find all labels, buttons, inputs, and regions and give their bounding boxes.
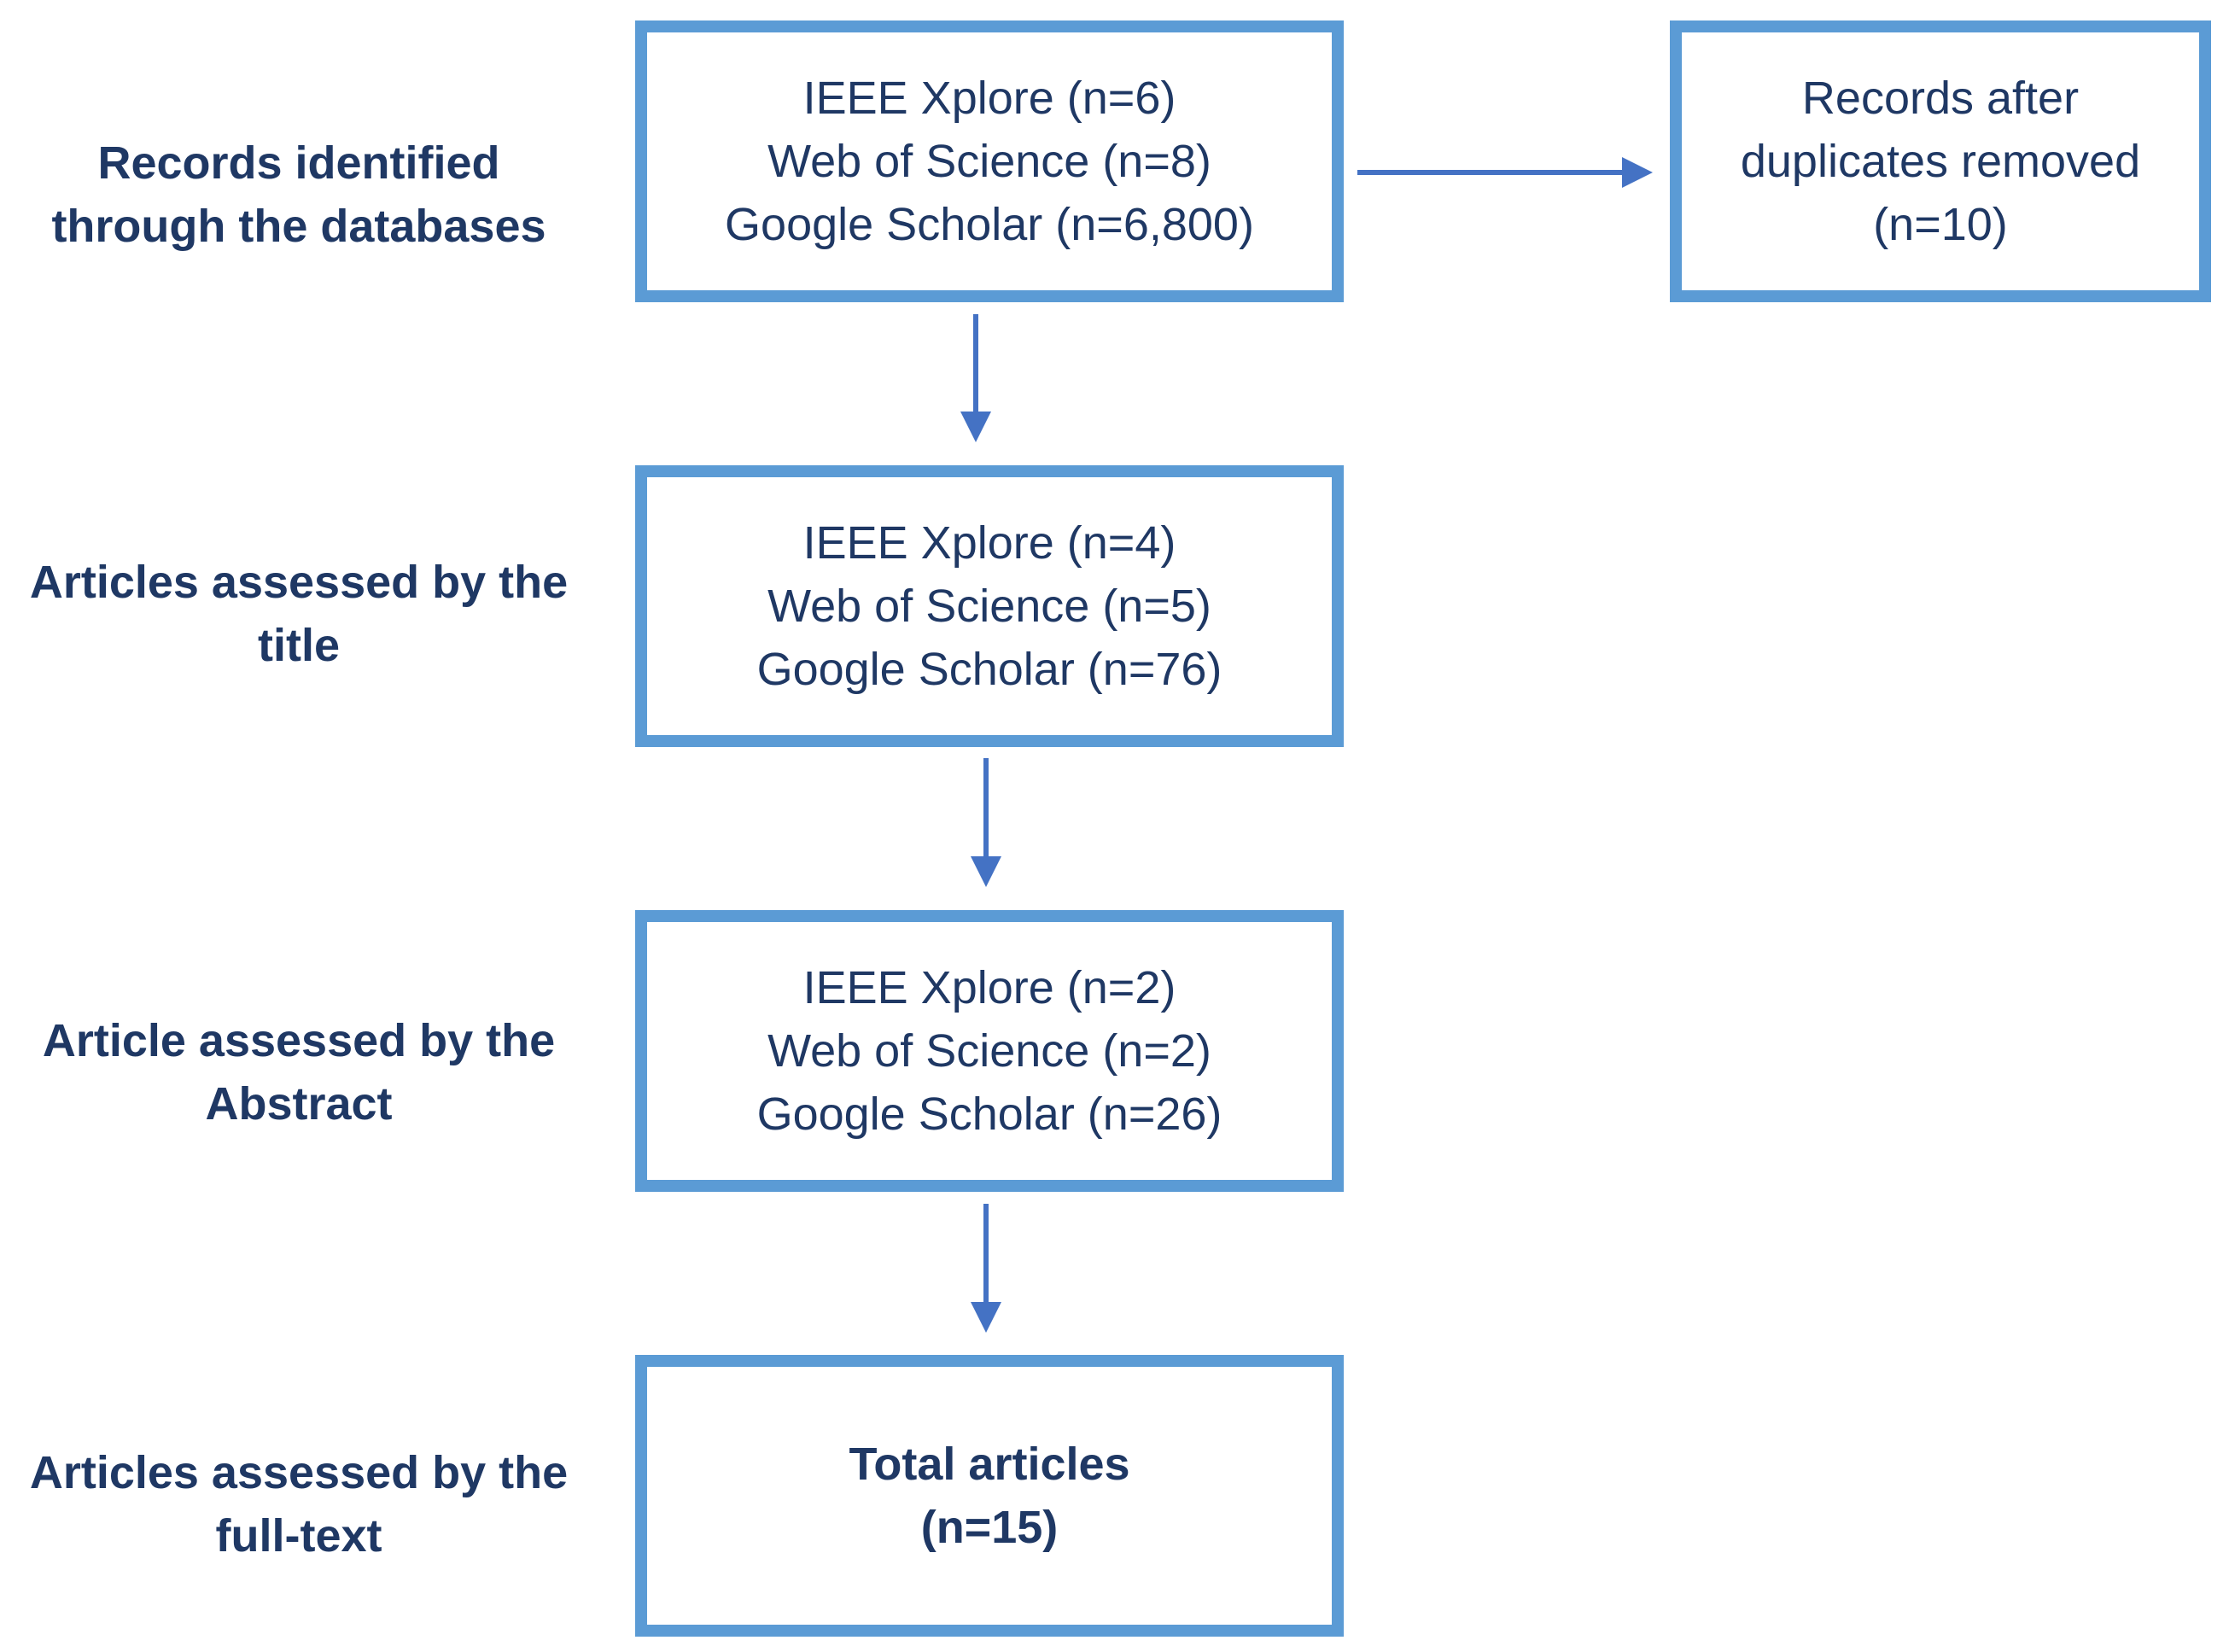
stage-label-line: title: [257, 620, 340, 671]
stage-label-line: Article assessed by the: [42, 1015, 556, 1066]
stage-label-line: full-text: [215, 1510, 382, 1562]
stage-label-abstract-screening: Article assessed by the Abstract: [9, 995, 589, 1149]
stage-label-line: Articles assessed by the: [29, 1447, 569, 1498]
stage-label-identification: Records identified through the databases: [9, 118, 589, 271]
box-line: Web of Science (n=8): [767, 136, 1211, 187]
box-line: IEEE Xplore (n=2): [802, 962, 1176, 1013]
stage-label-line: Articles assessed by the: [29, 557, 569, 608]
box-line: Total articles: [849, 1439, 1130, 1490]
box-abstract-assessed: IEEE Xplore (n=2) Web of Science (n=2) G…: [635, 910, 1344, 1192]
box-line: IEEE Xplore (n=6): [802, 73, 1176, 124]
stage-label-full-text: Articles assessed by the full-text: [9, 1427, 589, 1581]
stage-label-line: through the databases: [51, 201, 546, 252]
box-line: Web of Science (n=5): [767, 581, 1211, 632]
box-line: Web of Science (n=2): [767, 1025, 1211, 1077]
stage-label-title-screening: Articles assessed by the title: [9, 537, 589, 691]
box-line: Google Scholar (n=76): [756, 644, 1222, 695]
box-records-identified: IEEE Xplore (n=6) Web of Science (n=8) G…: [635, 20, 1344, 302]
box-line: (n=15): [920, 1502, 1059, 1553]
stage-label-line: Records identified: [97, 137, 500, 189]
box-line: Google Scholar (n=26): [756, 1089, 1222, 1140]
box-line: (n=10): [1873, 199, 2008, 250]
box-line: Records after: [1801, 73, 2080, 124]
box-title-assessed: IEEE Xplore (n=4) Web of Science (n=5) G…: [635, 465, 1344, 747]
box-total-articles: Total articles (n=15): [635, 1355, 1344, 1637]
box-line: Google Scholar (n=6,800): [725, 199, 1254, 250]
box-duplicates-removed: Records after duplicates removed (n=10): [1670, 20, 2211, 302]
box-line: IEEE Xplore (n=4): [802, 517, 1176, 569]
box-line: duplicates removed: [1740, 136, 2141, 187]
stage-label-line: Abstract: [205, 1078, 393, 1130]
